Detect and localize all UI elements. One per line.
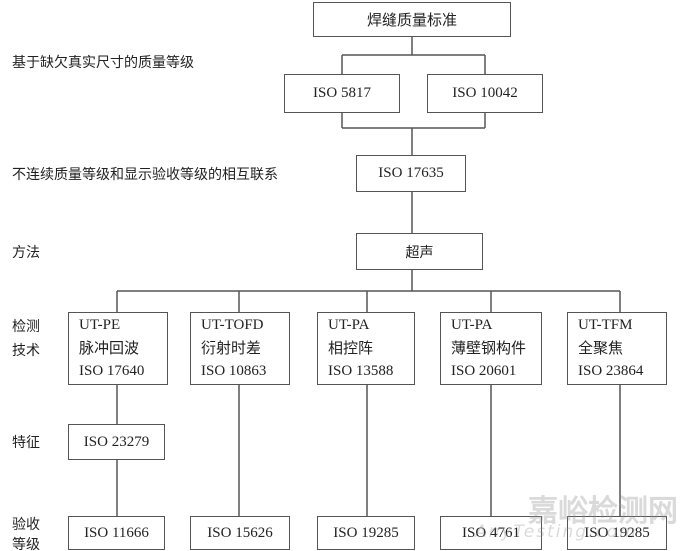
technique-name: 全聚焦 [578, 339, 624, 357]
technique-standard: ISO 13588 [328, 363, 394, 379]
acceptance-box: ISO 11666 [68, 516, 165, 550]
box-iso-5817: ISO 5817 [284, 74, 400, 113]
technique-box-ut-tfm: UT-TFM 全聚焦 ISO 23864 [567, 312, 667, 385]
box-iso-23279: ISO 23279 [68, 424, 165, 460]
technique-code: UT-PE [79, 317, 121, 333]
label-quality-levels: 基于缺欠真实尺寸的质量等级 [12, 55, 194, 71]
label-technique-1: 检测 [12, 319, 40, 335]
acceptance-box: ISO 19285 [567, 516, 667, 550]
technique-code: UT-TFM [578, 317, 633, 333]
box-iso-10042: ISO 10042 [427, 74, 543, 113]
label-acceptance-2: 等级 [12, 537, 40, 551]
label-technique-2: 技术 [12, 343, 40, 359]
acceptance-box: ISO 19285 [317, 516, 415, 550]
technique-standard: ISO 10863 [201, 363, 267, 379]
technique-standard: ISO 17640 [79, 363, 145, 379]
technique-box-ut-pa-thin-wall: UT-PA 薄壁钢构件 ISO 20601 [440, 312, 542, 385]
technique-box-ut-pe: UT-PE 脉冲回波 ISO 17640 [68, 312, 168, 385]
label-correlation: 不连续质量等级和显示验收等级的相互联系 [12, 167, 278, 183]
technique-box-ut-pa: UT-PA 相控阵 ISO 13588 [317, 312, 415, 385]
technique-standard: ISO 20601 [451, 363, 517, 379]
technique-name: 衍射时差 [201, 339, 262, 357]
technique-standard: ISO 23864 [578, 363, 644, 379]
label-acceptance-1: 验收 [12, 517, 40, 533]
acceptance-box: ISO 4761 [440, 516, 542, 550]
box-ultrasonic: 超声 [356, 233, 483, 270]
technique-box-ut-tofd: UT-TOFD 衍射时差 ISO 10863 [190, 312, 290, 385]
label-method: 方法 [12, 245, 40, 261]
technique-code: UT-TOFD [201, 317, 264, 333]
label-characterization: 特征 [12, 435, 40, 451]
technique-code: UT-PA [328, 317, 370, 333]
technique-name: 脉冲回波 [79, 339, 140, 357]
root-box: 焊缝质量标准 [313, 2, 511, 37]
technique-name: 相控阵 [328, 339, 374, 357]
technique-name: 薄壁钢构件 [451, 339, 527, 357]
technique-code: UT-PA [451, 317, 493, 333]
acceptance-box: ISO 15626 [190, 516, 290, 550]
box-iso-17635: ISO 17635 [356, 155, 466, 192]
